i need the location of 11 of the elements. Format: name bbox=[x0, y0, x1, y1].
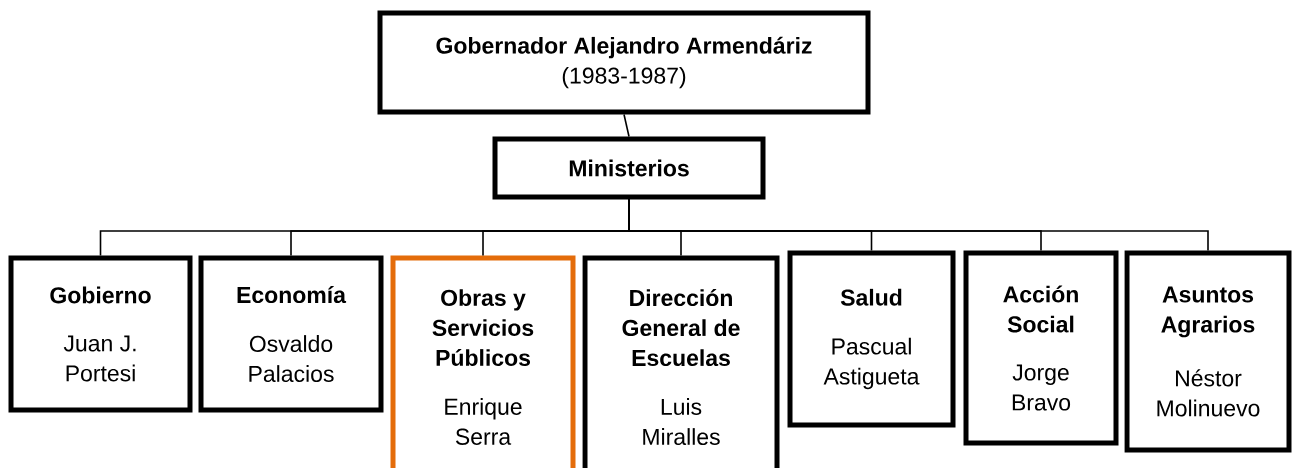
connector-line bbox=[623, 113, 630, 138]
org-chart-box: Salud Pascual Astigueta bbox=[787, 250, 956, 428]
org-chart-box: Dirección General de Escuelas Luis Miralles bbox=[582, 255, 780, 468]
connector-line bbox=[628, 198, 1209, 252]
org-chart-box: Ministerios bbox=[492, 136, 766, 200]
org-chart-box: Economía Osvaldo Palacios bbox=[198, 255, 384, 413]
org-chart-box: Asuntos Agrarios Néstor Molinuevo bbox=[1124, 250, 1292, 453]
org-chart-box: Gobierno Juan J. Portesi bbox=[8, 255, 193, 413]
org-chart-box: Gobernador Alejandro Armendáriz (1983-1987) bbox=[377, 10, 871, 115]
org-chart-box: Acción Social Jorge Bravo bbox=[963, 250, 1119, 446]
org-chart-box: Obras y Servicios Públicos Enrique Serra bbox=[390, 255, 576, 468]
